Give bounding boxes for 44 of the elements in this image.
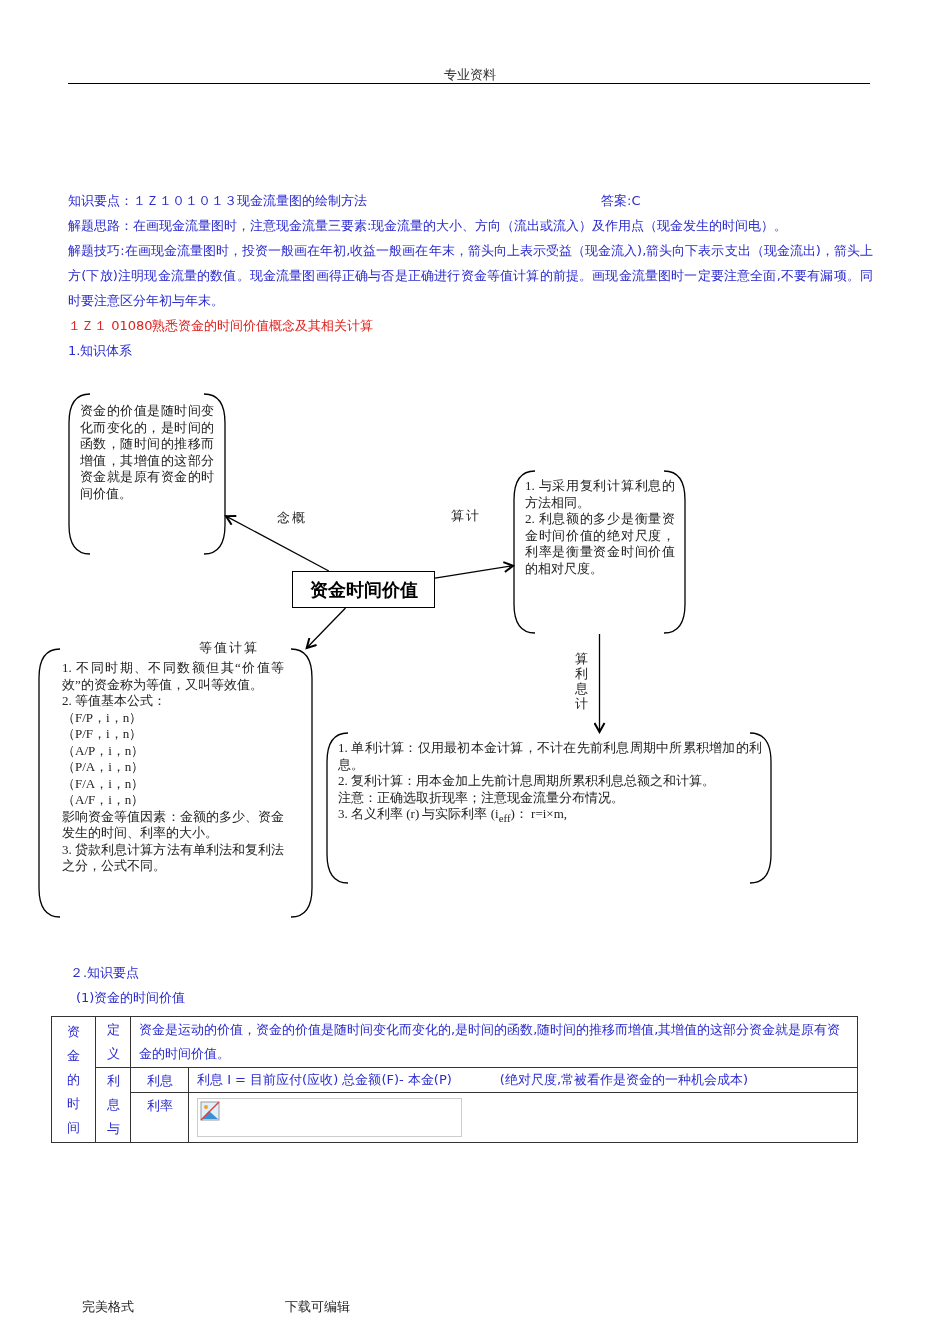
node-text: 2. 利息额的多少是衡量资金时间价值的绝对尺度，利率是衡量资金时间价值的相对尺度。	[525, 511, 675, 577]
page-header: 专业资料	[443, 66, 497, 84]
topic-box: 资金时间价值	[292, 571, 435, 608]
edge-label: 等值计算	[198, 640, 260, 655]
node-text: （A/P，i，n）	[62, 742, 146, 759]
edge-label: 算利息计	[573, 651, 591, 711]
page-footer: 完美格式	[82, 1298, 232, 1316]
paragraph-text: 解题思路：在画现金流量图时，注意现金流量三要素:现金流量的大小、方向（流出或流入）及作用点（现金发生的时间电）。	[68, 217, 789, 235]
node-text: （P/F，i，n）	[62, 726, 144, 743]
edge-label: 算计	[450, 508, 482, 523]
node-text: 2. 复利计算：用本金加上先前计息周期所累积利息总额之和计算。	[338, 773, 716, 790]
bracket-box	[326, 732, 772, 884]
node-text: 1. 单利计算：仅用最初本金计算，不计在先前利息周期中所累积增加的利息。	[338, 740, 762, 773]
bracket-box	[68, 393, 226, 555]
page-footer: 下载可编辑	[285, 1298, 435, 1316]
node-text: 2. 等值基本公式：	[62, 693, 167, 710]
node-text: 资金的价值是随时间变化而变化的，是时间的函数，随时间的推移而增值，其增值的这部分资金就是原有资金的时间价值。	[80, 403, 214, 502]
arrow	[434, 561, 514, 579]
cell-text: 利息 I = 目前应付(应收) 总金额(F)- 本金(P)	[197, 1072, 452, 1087]
answer-text: 答案:C	[601, 192, 642, 210]
node-text: （A/F，i，n）	[62, 792, 146, 809]
subsection-heading: 1.知识体系	[68, 342, 134, 360]
heading-text: 知识要点：１Ｚ１０１０１３现金流量图的绘制方法	[68, 192, 368, 210]
arrow	[593, 633, 606, 733]
table-cell: 资金的时间	[51, 1016, 96, 1143]
table-cell: 资金是运动的价值，资金的价值是随时间变化而变化的,是时间的函数,随时间的推移而增值,其增值的这部分资金就是原有资金的时间价值。	[130, 1016, 858, 1068]
node-text: 注意：正确选取折现率；注意现金流量分布情况。	[338, 789, 625, 806]
arrow	[225, 514, 330, 572]
edge-label: 念概	[276, 510, 308, 525]
section-heading: １Ｚ１ 01080熟悉资金的时间价值概念及其相关计算	[68, 317, 375, 335]
node-text: 1. 与采用复利计算利息的方法相同。	[525, 478, 675, 511]
arrow	[305, 607, 347, 649]
node-text: （F/A，i，n）	[62, 775, 146, 792]
node-text: （F/P，i，n）	[62, 709, 144, 726]
section-heading: ２.知识要点	[70, 964, 141, 982]
node-text: 1. 不同时期、不同数额但其“价值等效”的资金称为等值，又叫等效值。	[62, 660, 284, 693]
subsection-heading: (1)资金的时间价值	[76, 989, 187, 1007]
bracket-box	[513, 470, 686, 634]
cell-text: (绝对尺度,常被看作是资金的一种机会成本)	[499, 1072, 749, 1087]
node-text: 3. 名义利率 (r) 与实际利率 (i$_{eff}$)： r=i×m,	[338, 806, 569, 826]
node-text: （P/A，i，n）	[62, 759, 146, 776]
paragraph-text: 解题技巧:在画现金流量图时，投资一般画在年初,收益一般画在年末，箭头向上表示受益（现金流入),箭头向下表示支出（现金流出)，箭头上方(下放)注明现金流量的数值。现金流量图画得正确与否是正确进行资金等值计算的前提。画现金流量图时一定要注意全面,不要有漏项。同时要注意区分年初与年末。	[68, 242, 873, 310]
node-text: 3. 贷款利息计算方法有单利法和复利法之分，公式不同。	[62, 841, 284, 875]
node-text: 影响资金等值因素：金额的多少、资金发生的时间、利率的大小。	[62, 808, 284, 842]
